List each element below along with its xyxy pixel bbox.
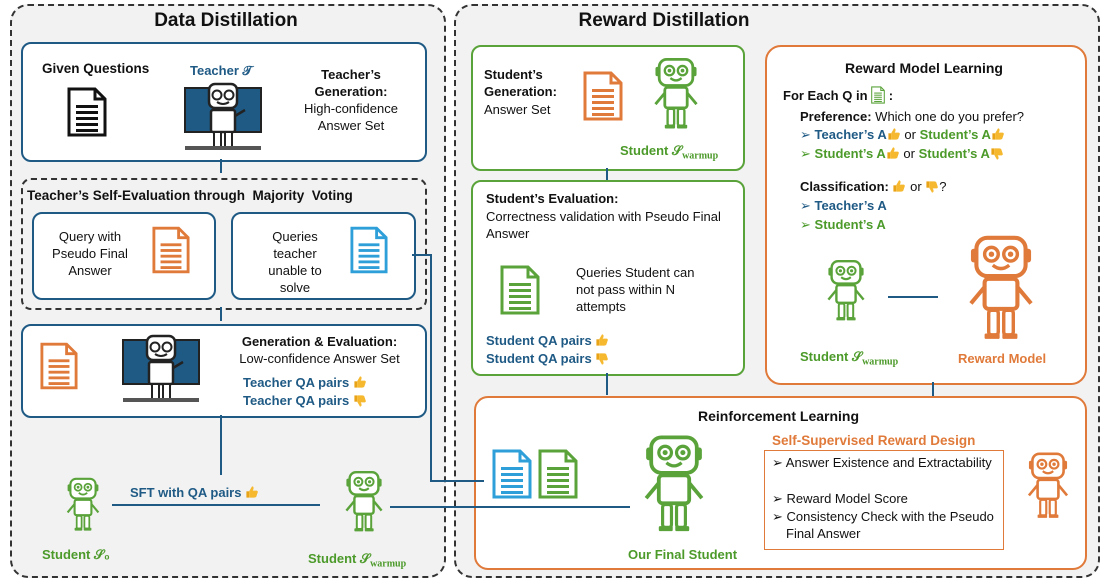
ssrd-item-1: ➢ Answer Existence and Extractability xyxy=(772,455,992,470)
document-icon xyxy=(67,84,107,140)
thumbs-up-icon xyxy=(991,127,1005,141)
for-each-label: For Each Q in : xyxy=(783,86,894,104)
student-eval-title: Student’s Evaluation: xyxy=(486,191,619,206)
thumbs-up-icon xyxy=(892,179,906,193)
arrow-connector xyxy=(220,159,222,173)
data-distillation-title: Data Distillation xyxy=(154,10,298,31)
student-warmup-label: Student 𝒮warmup xyxy=(620,143,719,162)
student-qa-up: Student QA pairs xyxy=(486,332,609,349)
reward-model-label: Reward Model xyxy=(958,351,1047,366)
robot-icon xyxy=(62,474,104,534)
teacher-generation-title: Teacher’s Generation: xyxy=(314,67,388,99)
teacher-generation-body: High-confidence Answer Set xyxy=(304,101,398,133)
arrow-bullet-icon: ➢ xyxy=(800,127,811,142)
classification-item-1: ➢ Teacher’s A xyxy=(800,198,887,213)
student-generation-title: Student’s Generation: xyxy=(484,67,557,99)
robot-icon xyxy=(648,54,704,132)
given-questions-label: Given Questions xyxy=(42,61,150,76)
document-icon xyxy=(500,262,540,318)
rml-student-label: Student 𝒮warmup xyxy=(800,349,899,368)
teacher-label: Teacher 𝒯 xyxy=(190,63,253,78)
thumbs-up-icon xyxy=(353,375,367,389)
document-icon xyxy=(350,224,388,276)
arrow-connector xyxy=(430,480,484,482)
queries-unable-label: Queries teacher unable to solve xyxy=(268,229,322,295)
sft-arrow xyxy=(112,504,320,506)
document-icon xyxy=(583,68,623,124)
arrow-connector xyxy=(606,168,608,180)
arrow-connector xyxy=(220,415,222,475)
classification-line: Classification: or ? xyxy=(800,179,947,194)
robot-icon xyxy=(1022,448,1074,522)
ssrd-item-2: ➢ Reward Model Score xyxy=(772,491,908,506)
document-icon xyxy=(492,446,532,502)
arrow-connector xyxy=(390,506,630,508)
teacher-qa-up: Teacher QA pairs xyxy=(243,374,367,391)
thumbs-up-icon xyxy=(887,127,901,141)
teacher-robot-icon xyxy=(118,334,204,404)
thumbs-up-icon xyxy=(886,146,900,160)
thumbs-down-icon xyxy=(990,147,1004,161)
query-pseudo-label: Query with Pseudo Final Answer xyxy=(52,229,128,278)
document-icon xyxy=(538,446,578,502)
document-icon xyxy=(40,340,78,392)
teacher-qa-down: Teacher QA pairs xyxy=(243,392,367,409)
arrow-connector xyxy=(430,254,432,480)
ssrd-title: Self-Supervised Reward Design xyxy=(772,433,976,448)
arrow-connector xyxy=(606,373,608,395)
self-evaluation-title: Teacher’s Self-Evaluation through Majori… xyxy=(27,188,353,203)
robot-icon xyxy=(960,228,1042,346)
arrow-bullet-icon: ➢ xyxy=(800,146,811,161)
student-qa-down: Student QA pairs xyxy=(486,350,609,367)
ssrd-box xyxy=(764,450,1004,550)
reward-distillation-title: Reward Distillation xyxy=(578,10,750,31)
preference-line: Preference: Which one do you prefer? xyxy=(800,109,1025,124)
student-fail-label: Queries Student can not pass within N at… xyxy=(576,265,695,314)
student-generation-box xyxy=(471,45,745,171)
teacher-robot-icon xyxy=(180,82,266,152)
final-student-label: Our Final Student xyxy=(628,547,738,562)
robot-icon xyxy=(636,424,712,542)
arrow-connector xyxy=(888,296,938,298)
sft-label: SFT with QA pairs xyxy=(130,484,259,501)
arrow-bullet-icon: ➢ xyxy=(800,217,811,232)
arrow-connector xyxy=(932,382,934,396)
ssrd-item-3: ➢ Consistency Check with the Pseudo Fina… xyxy=(772,509,994,541)
student-eval-body: Correctness validation with Pseudo Final… xyxy=(486,209,721,241)
arrow-connector xyxy=(412,254,430,256)
rml-title: Reward Model Learning xyxy=(845,60,1003,76)
student-warmup-label: Student 𝒮warmup xyxy=(308,551,407,570)
robot-icon xyxy=(340,468,388,534)
document-icon xyxy=(871,86,885,104)
thumbs-down-icon xyxy=(595,352,609,366)
student-s0-label: Student 𝒮₀ xyxy=(42,547,110,562)
rl-title: Reinforcement Learning xyxy=(697,408,860,424)
arrow-bullet-icon: ➢ xyxy=(800,198,811,213)
preference-item-1: ➢ Teacher’s A or Student’s A xyxy=(800,126,1005,143)
gen-eval-title: Generation & Evaluation: xyxy=(241,334,398,349)
thumbs-down-icon xyxy=(925,180,939,194)
robot-icon xyxy=(822,256,870,324)
arrow-connector xyxy=(220,307,222,321)
gen-eval-body: Low-confidence Answer Set xyxy=(239,351,400,366)
reward-model-learning-box xyxy=(765,45,1087,385)
document-icon xyxy=(152,224,190,276)
thumbs-up-icon xyxy=(595,333,609,347)
student-evaluation-box xyxy=(471,180,745,376)
thumbs-down-icon xyxy=(353,394,367,408)
student-generation-body: Answer Set xyxy=(484,102,551,117)
thumbs-up-icon xyxy=(245,485,259,499)
preference-item-2: ➢ Student’s A or Student’s A xyxy=(800,145,1004,162)
classification-item-2: ➢ Student’s A xyxy=(800,217,886,232)
